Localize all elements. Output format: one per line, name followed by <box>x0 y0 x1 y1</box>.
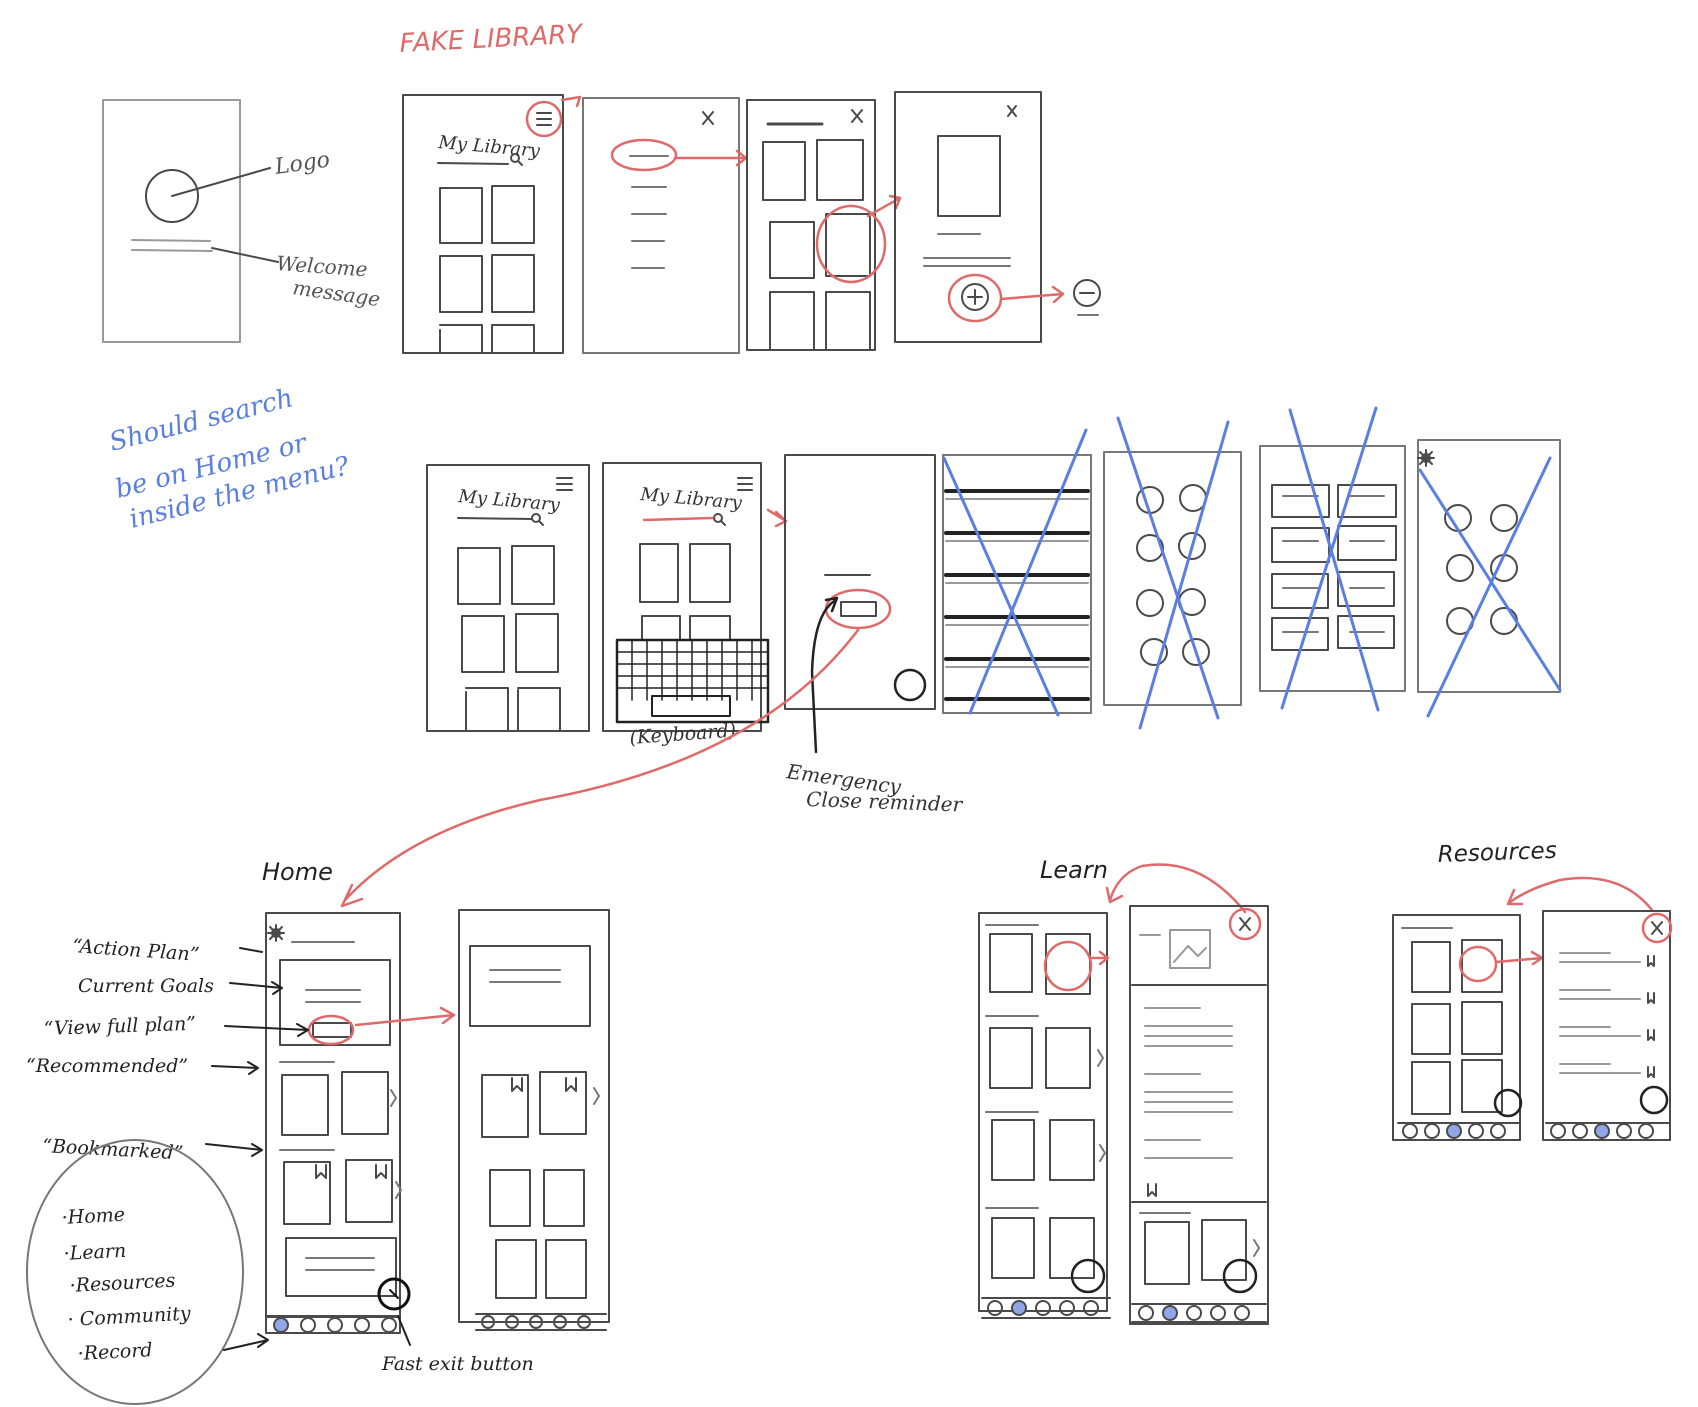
library-title: My Library <box>437 132 542 162</box>
bookmark-icon <box>1647 1066 1655 1078</box>
bookmark-icon <box>315 1164 327 1179</box>
view-full-plan-label: “View full plan” <box>43 1013 196 1040</box>
library-screen: My Library <box>402 94 564 354</box>
menu-icon[interactable] <box>536 112 552 126</box>
welcome-label: Welcome <box>276 251 369 281</box>
bookmark-icon <box>1647 1029 1655 1041</box>
logo-label: Logo <box>272 148 331 181</box>
home-screen <box>265 912 456 1334</box>
fast-exit-button[interactable] <box>1070 1258 1106 1294</box>
image-icon <box>1173 945 1207 963</box>
nav-note-learn: ·Learn <box>63 1240 127 1265</box>
menu-icon[interactable] <box>737 477 753 491</box>
message-label: message <box>291 275 381 311</box>
bookmarked-label: “Bookmarked” <box>42 1135 184 1164</box>
fast-exit-button[interactable] <box>1639 1085 1669 1115</box>
nav-resources[interactable] <box>327 1317 343 1333</box>
search-icon <box>531 513 544 526</box>
close-icon[interactable] <box>702 111 714 125</box>
library-title: My Library <box>639 484 744 514</box>
fast-exit-button[interactable] <box>1493 1088 1523 1118</box>
menu-icon[interactable] <box>556 477 573 491</box>
gear-icon <box>1417 449 1435 467</box>
bookmark-icon <box>1147 1183 1157 1197</box>
bookmark-icon <box>1647 992 1655 1004</box>
learn-heading: Learn <box>1040 856 1108 884</box>
nav-resources[interactable] <box>1446 1123 1462 1139</box>
nav-community[interactable] <box>354 1317 370 1333</box>
learn-article-screen <box>1129 905 1269 1325</box>
search-keyboard-screen: My Library (Keyboard) <box>602 462 770 749</box>
nav-note-resources: ·Resources <box>69 1269 176 1297</box>
resources-screen <box>1392 914 1544 1141</box>
action-plan-label: “Action Plan” <box>72 935 200 966</box>
current-goals-label: Current Goals <box>78 975 214 997</box>
search-icon <box>510 153 523 166</box>
recommended-label: “Recommended” <box>26 1055 188 1077</box>
bookmark-icon <box>565 1077 577 1092</box>
close-icon[interactable] <box>1007 105 1017 117</box>
fast-exit-button[interactable] <box>377 1277 411 1311</box>
rejected-card-grid <box>1259 406 1406 712</box>
home-heading: Home <box>262 858 333 886</box>
reminder-highlight <box>824 588 892 630</box>
library-title: My Library <box>457 486 562 516</box>
detail-screen <box>894 91 1101 343</box>
arrow-icon <box>560 95 582 108</box>
nav-note-community: · Community <box>67 1303 191 1331</box>
resources-list-screen <box>1542 910 1673 1141</box>
rejected-circle-grid <box>1103 416 1242 730</box>
library-screen-v2: My Library <box>426 464 590 732</box>
nav-learn[interactable] <box>300 1317 316 1333</box>
menu-item-highlight <box>610 138 678 172</box>
splash-screen: Logo Welcome message <box>102 99 382 343</box>
page-title: FAKE LIBRARY <box>399 19 585 59</box>
keyboard-label: (Keyboard) <box>629 720 737 749</box>
search-icon <box>713 513 726 526</box>
learn-screen <box>978 912 1111 1319</box>
close-icon[interactable] <box>1651 921 1663 935</box>
close-reminder-label: Close reminder <box>806 787 964 816</box>
bookmark-icon <box>1647 955 1655 967</box>
nav-note-record: ·Record <box>77 1339 153 1365</box>
exit-button[interactable] <box>893 668 927 702</box>
fast-exit-label: Fast exit button <box>381 1353 534 1375</box>
rejected-list-layout <box>942 428 1092 717</box>
close-icon[interactable] <box>851 109 863 123</box>
minus-icon[interactable] <box>1073 279 1101 307</box>
resources-heading: Resources <box>1437 838 1557 868</box>
menu-highlight <box>525 100 563 138</box>
nav-note-home: ·Home <box>61 1204 125 1229</box>
nav-items-note: ·Home ·Learn ·Resources · Community ·Rec… <box>26 1139 269 1405</box>
nav-learn[interactable] <box>1011 1300 1027 1316</box>
bookmark-icon <box>511 1077 523 1092</box>
nav-home[interactable] <box>273 1317 289 1333</box>
rejected-gear-layout <box>1417 439 1562 718</box>
plan-screen <box>458 909 610 1331</box>
emergency-screen: Emergency Close reminder <box>784 454 964 816</box>
plus-icon[interactable] <box>961 283 989 311</box>
close-icon[interactable] <box>1239 917 1251 931</box>
view-full-plan-button[interactable] <box>312 1022 352 1038</box>
menu-screen <box>582 97 748 354</box>
fast-exit-button[interactable] <box>1222 1258 1258 1294</box>
gear-icon <box>267 924 285 942</box>
bookmark-icon <box>375 1164 387 1179</box>
item-highlight <box>815 204 887 284</box>
nav-record[interactable] <box>381 1317 397 1333</box>
grid-screen <box>746 99 902 351</box>
